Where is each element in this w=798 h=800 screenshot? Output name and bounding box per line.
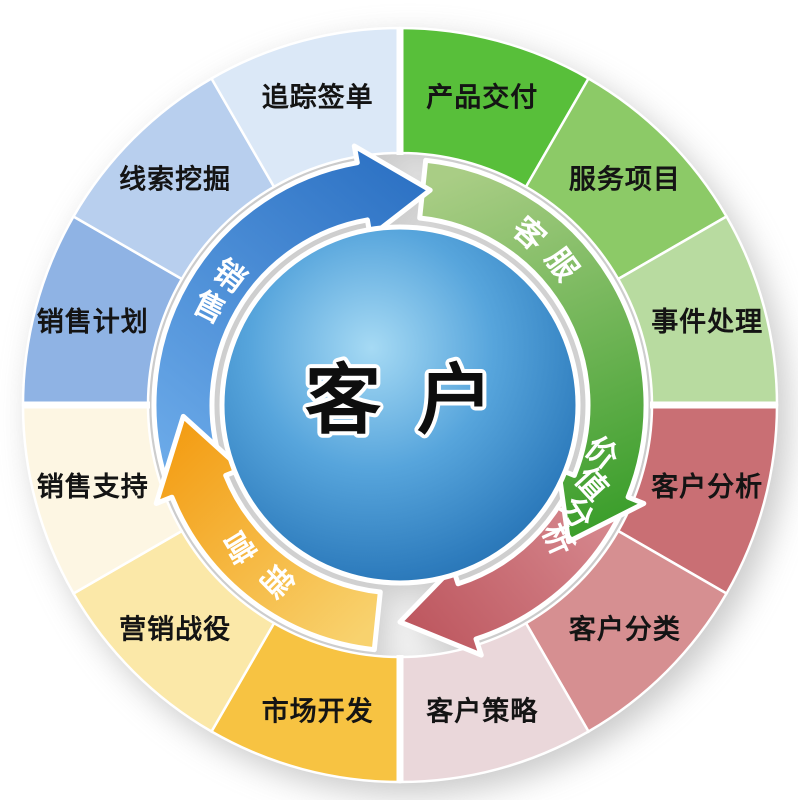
arrow-customer-service: [417, 157, 649, 545]
center-sphere: [219, 224, 581, 586]
segment-label-value-analysis-1: 客户分类: [569, 613, 681, 645]
segment-label-customer-service-1: 服务项目: [569, 165, 681, 196]
segment-label-sales-2: 追踪签单: [262, 81, 374, 113]
segment-label-marketing-1: 营销战役: [119, 614, 231, 645]
segment-label-sales-0: 销售计划: [37, 306, 149, 338]
segment-label-customer-service-2: 事件处理: [651, 307, 763, 338]
outer-ring-segments: [21, 26, 779, 784]
segment-label-sales-1: 线索挖掘: [119, 164, 231, 196]
arrow-marketing: [153, 413, 383, 653]
segment-label-value-analysis-0: 客户分析: [651, 471, 763, 503]
segment-label-marketing-0: 市场开发: [262, 696, 374, 728]
cycle-arrows: [151, 143, 649, 658]
quadrant-separators: [22, 27, 778, 783]
segment-label-value-analysis-2: 客户策略: [426, 696, 538, 728]
segment-label-marketing-2: 销售支持: [37, 471, 149, 503]
center-label: 客户: [305, 356, 529, 445]
segment-label-customer-service-0: 产品交付: [426, 81, 538, 113]
